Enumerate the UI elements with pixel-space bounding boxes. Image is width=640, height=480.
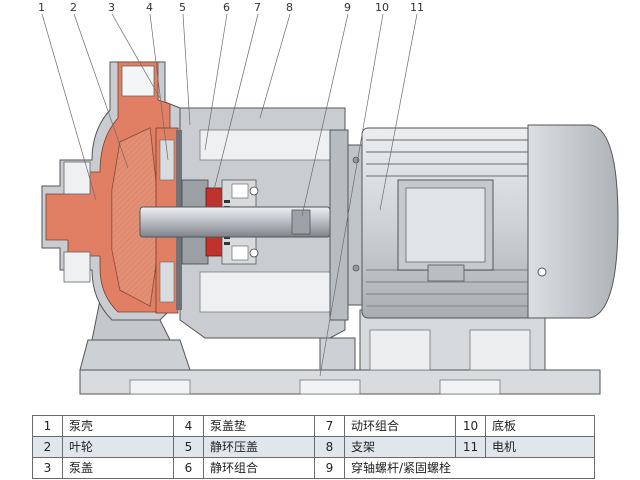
part-number: 10 bbox=[455, 415, 486, 437]
part-name: 底板 bbox=[485, 415, 595, 437]
part-number: 2 bbox=[32, 436, 63, 458]
part-name: 支架 bbox=[344, 436, 456, 458]
part-name: 电机 bbox=[485, 436, 595, 458]
part-number: 6 bbox=[173, 457, 204, 479]
callout-leaders bbox=[41, 13, 418, 377]
part-number: 7 bbox=[314, 415, 345, 437]
shaft bbox=[139, 206, 331, 238]
callout-3: 3 bbox=[108, 1, 115, 14]
part-number: 4 bbox=[173, 415, 204, 437]
motor bbox=[347, 124, 619, 319]
callout-4: 4 bbox=[146, 1, 153, 14]
callout-6: 6 bbox=[223, 1, 230, 14]
part-name: 静环组合 bbox=[203, 457, 315, 479]
callout-1: 1 bbox=[38, 1, 45, 14]
part-name: 泵壳 bbox=[62, 415, 174, 437]
callout-11: 11 bbox=[410, 1, 424, 14]
motor-pedestal bbox=[359, 309, 546, 371]
part-number: 8 bbox=[314, 436, 345, 458]
impeller bbox=[111, 127, 159, 307]
part-number: 3 bbox=[32, 457, 63, 479]
callout-5: 5 bbox=[179, 1, 186, 14]
part-name: 穿轴螺杆/紧固螺栓 bbox=[344, 457, 595, 479]
callout-9: 9 bbox=[344, 1, 351, 14]
part-name: 静环压盖 bbox=[203, 436, 315, 458]
pump-cross-section-diagram: 1 2 3 4 5 6 7 8 9 10 11 bbox=[38, 1, 619, 395]
parts-table-row: 1 泵壳 4 泵盖垫 7 动环组合 10 底板 bbox=[32, 415, 595, 437]
part-name: 叶轮 bbox=[62, 436, 174, 458]
parts-table-row: 3 泵盖 6 静环组合 9 穿轴螺杆/紧固螺栓 bbox=[32, 457, 595, 479]
baseplate bbox=[79, 369, 601, 395]
callout-2: 2 bbox=[70, 1, 77, 14]
part-number: 5 bbox=[173, 436, 204, 458]
part-number: 11 bbox=[455, 436, 486, 458]
part-name: 泵盖垫 bbox=[203, 415, 315, 437]
callout-8: 8 bbox=[286, 1, 293, 14]
callout-labels: 1 2 3 4 5 6 7 8 9 10 11 bbox=[38, 1, 424, 14]
parts-table: 1 泵壳 4 泵盖垫 7 动环组合 10 底板 2 叶轮 5 静环压盖 8 支架… bbox=[32, 415, 595, 479]
callout-10: 10 bbox=[375, 1, 389, 14]
part-number: 9 bbox=[314, 457, 345, 479]
part-name: 泵盖 bbox=[62, 457, 174, 479]
part-name: 动环组合 bbox=[344, 415, 456, 437]
parts-table-row: 2 叶轮 5 静环压盖 8 支架 11 电机 bbox=[32, 436, 595, 458]
callout-7: 7 bbox=[254, 1, 261, 14]
part-number: 1 bbox=[32, 415, 63, 437]
